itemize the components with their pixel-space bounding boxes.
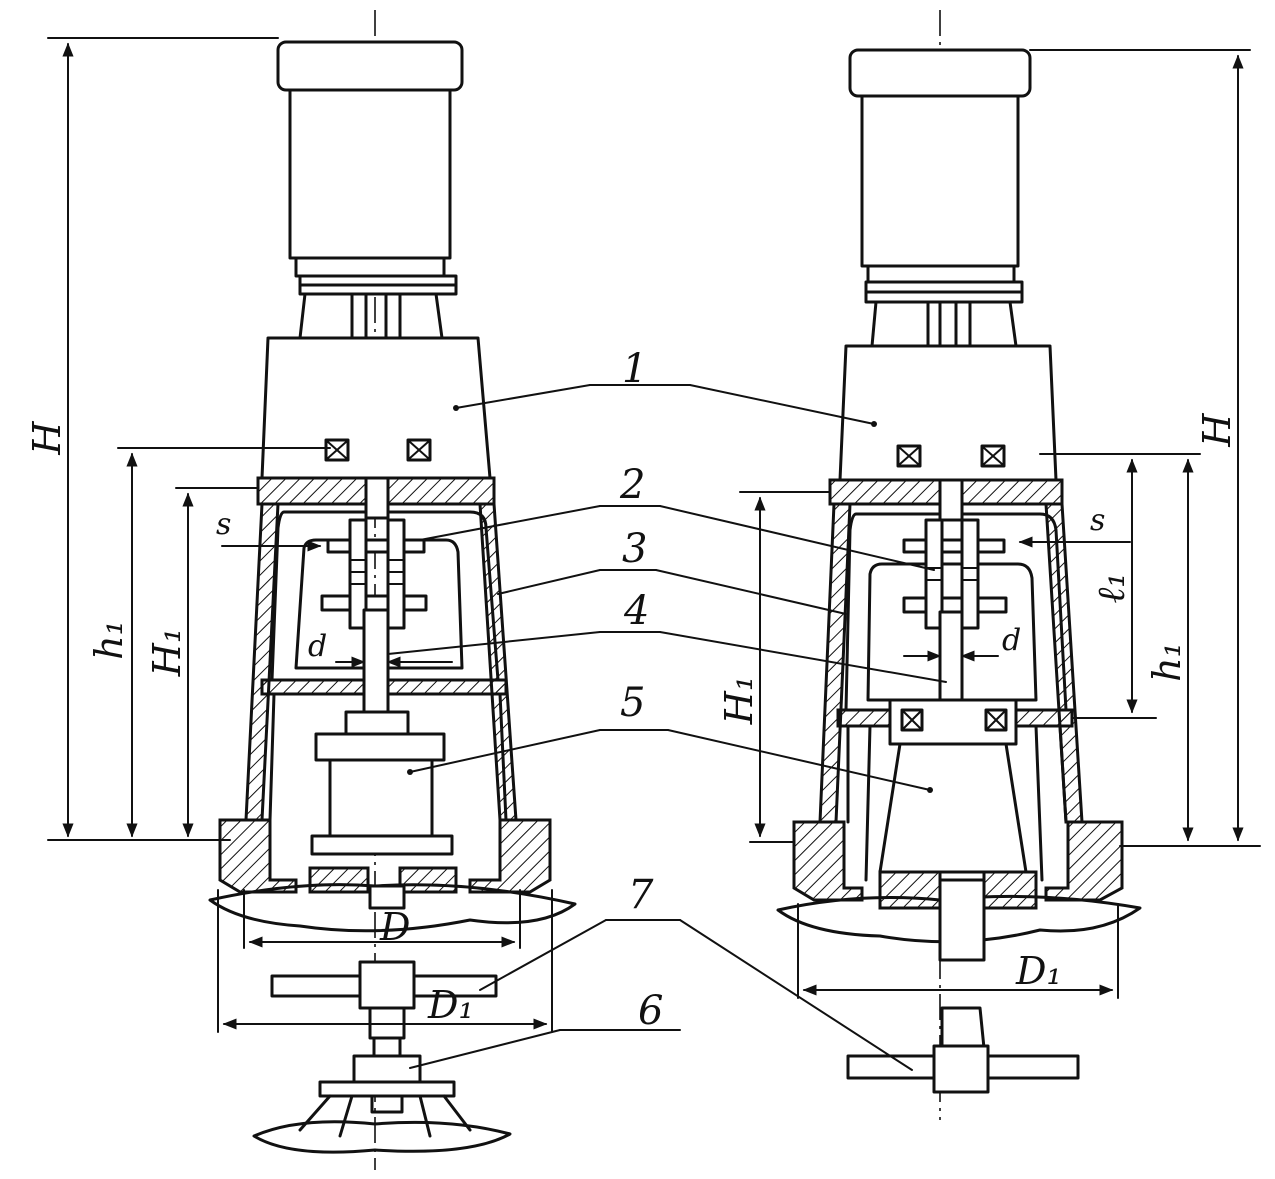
right-base-flange-left xyxy=(792,820,864,902)
left-assembly xyxy=(208,10,577,1170)
left-dim-H1-label: H₁ xyxy=(145,628,189,677)
left-motor-cap xyxy=(276,40,464,92)
right-dim-H1-label: H₁ xyxy=(717,676,761,725)
left-dim-h1-label: h₁ xyxy=(87,620,131,660)
callout-4-label: 4 xyxy=(623,588,649,634)
right-assembly xyxy=(776,10,1142,1120)
right-coupling-plate-top xyxy=(902,538,1006,554)
right-motor-body xyxy=(860,94,1020,268)
callout-1-leader xyxy=(455,384,591,409)
left-shaft-joint xyxy=(372,1036,402,1058)
left-coupling-plate-top xyxy=(326,538,426,554)
callout-5-leader xyxy=(409,729,601,773)
left-base-flange-left xyxy=(218,818,298,894)
left-coupling-plate-bottom xyxy=(320,594,428,612)
left-upper-shaft xyxy=(364,476,390,520)
left-turbine-hub xyxy=(352,1054,422,1084)
right-seal-right xyxy=(982,870,1038,910)
left-turbine-blades xyxy=(298,1094,472,1138)
right-base-flange-right xyxy=(1044,820,1124,902)
left-dim-H-label: H xyxy=(25,421,69,456)
left-dim-D1-label: D₁ xyxy=(427,983,474,1027)
right-dim-l1-label: ℓ₁ xyxy=(1089,572,1133,603)
left-lantern-rod xyxy=(298,292,307,340)
right-dim-s-label: s xyxy=(1090,503,1105,538)
right-dimensions: H h₁ ℓ₁ H₁ s d D₁ xyxy=(717,49,1261,999)
left-dim-D-label: D xyxy=(379,905,410,949)
callout-2-leader xyxy=(419,505,601,541)
left-dim-s-label: s xyxy=(216,507,231,542)
right-dim-H-label: H xyxy=(1195,413,1239,448)
right-dim-d-label: d xyxy=(1002,623,1021,658)
right-lower-shaft xyxy=(938,878,986,962)
right-coupling-bolt xyxy=(924,518,944,630)
left-motor-body xyxy=(288,88,452,260)
left-coupling-bolt xyxy=(386,518,406,630)
left-shaft xyxy=(362,608,390,714)
right-gearbox xyxy=(838,344,1058,482)
left-dim-d-label: d xyxy=(308,629,327,664)
callout-4-leader xyxy=(387,631,601,655)
right-paddle-hub xyxy=(932,1044,990,1094)
right-bearing-housing xyxy=(878,742,1028,874)
left-base-flange-right xyxy=(468,818,552,894)
right-dim-h1-label: h₁ xyxy=(1145,642,1189,682)
callout-2-label: 2 xyxy=(619,462,645,508)
right-coupling-ring-top xyxy=(866,264,1016,284)
right-dim-D1-label: D₁ xyxy=(1015,949,1062,993)
callouts: 1 2 3 4 5 7 6 xyxy=(387,346,947,1071)
left-seal-left xyxy=(308,866,370,894)
left-dimensions: H h₁ H₁ s d D D₁ xyxy=(25,37,553,1033)
left-bearing-flange-top xyxy=(314,732,446,762)
left-bearing-hub xyxy=(344,710,410,736)
callout-7-label: 7 xyxy=(628,872,654,918)
left-coupling-bolt xyxy=(348,518,368,630)
left-turbine-disc xyxy=(318,1080,456,1098)
left-coupling-ring-top xyxy=(294,256,446,278)
right-seal-left xyxy=(878,870,942,910)
right-coupling-plate-bottom xyxy=(902,596,1008,614)
right-shaft xyxy=(938,610,964,702)
left-bearing-flange-bottom xyxy=(310,834,454,856)
left-seal-right xyxy=(398,866,458,894)
callout-6-label: 6 xyxy=(638,988,663,1034)
right-motor-cap xyxy=(848,48,1032,98)
right-vessel-lid xyxy=(776,894,1142,944)
left-lower-shaft xyxy=(368,884,406,910)
left-vessel-lid xyxy=(208,883,577,933)
left-paddle-hub xyxy=(358,960,416,1010)
right-upper-shaft xyxy=(938,478,964,522)
callout-5-label: 5 xyxy=(620,680,645,726)
callout-3-leader xyxy=(497,569,601,595)
right-shaft-tip xyxy=(940,1006,986,1050)
right-coupling-bolt xyxy=(960,518,980,630)
callout-3-label: 3 xyxy=(622,526,647,572)
left-turbine-base xyxy=(252,1120,512,1154)
